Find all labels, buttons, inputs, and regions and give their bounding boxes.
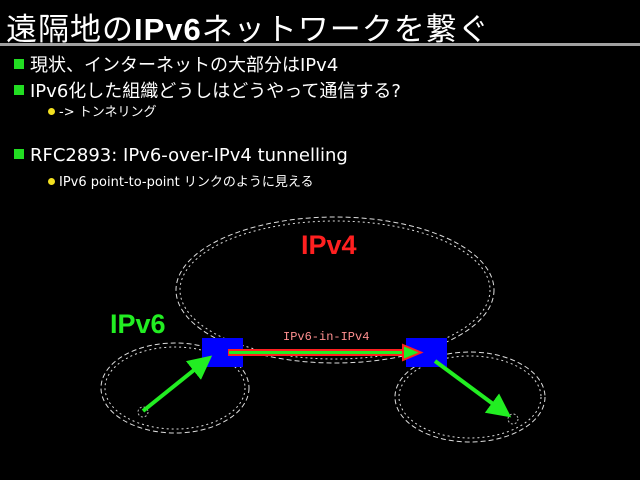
bullet-text: IPv6化した組織どうしはどうやって通信する? [30, 81, 401, 102]
sub-bullet-text: IPv6 point-to-point リンクのように見える [59, 175, 314, 190]
ipv6-network-right [394, 351, 546, 443]
sub-bullet-item: IPv6 point-to-point リンクのように見える [48, 171, 314, 190]
bullet-text: 現状、インターネットの大部分はIPv4 [30, 55, 339, 76]
tunnel-arrow [228, 343, 424, 362]
sub-bullet-text: -> トンネリング [59, 105, 157, 120]
bullet-text: RFC2893: IPv6-over-IPv4 tunnelling [30, 145, 348, 166]
host-right [507, 413, 519, 425]
bullet-square-icon [14, 85, 24, 95]
ipv4-network-cloud [175, 216, 495, 364]
bullet-dot-icon [48, 178, 55, 185]
ipv6-arrow-left [141, 355, 213, 413]
title-divider [0, 43, 640, 46]
slide-title: 遠隔地のIPv6ネットワークを繋ぐ [6, 4, 490, 49]
ipv4-label: IPv4 [301, 230, 357, 260]
title-prefix: 遠隔地の [6, 12, 134, 48]
ipv6-label: IPv6 [110, 309, 166, 339]
host-left [137, 406, 149, 418]
bullet-item: 現状、インターネットの大部分はIPv4 [14, 51, 338, 77]
bullet-item: RFC2893: IPv6-over-IPv4 tunnelling [14, 145, 348, 166]
ipv6-network-left [100, 342, 250, 434]
bullet-square-icon [14, 59, 24, 69]
bullet-square-icon [14, 149, 24, 159]
title-suffix: ネットワークを繋ぐ [201, 12, 490, 48]
bullet-dot-icon [48, 108, 55, 115]
sub-bullet-item: -> トンネリング [48, 101, 156, 120]
tunnel-label: IPv6-in-IPv4 [283, 330, 369, 344]
ipv6-arrow-right [433, 359, 512, 418]
title-bold: IPv6 [134, 12, 202, 47]
bullet-item: IPv6化した組織どうしはどうやって通信する? [14, 77, 401, 103]
